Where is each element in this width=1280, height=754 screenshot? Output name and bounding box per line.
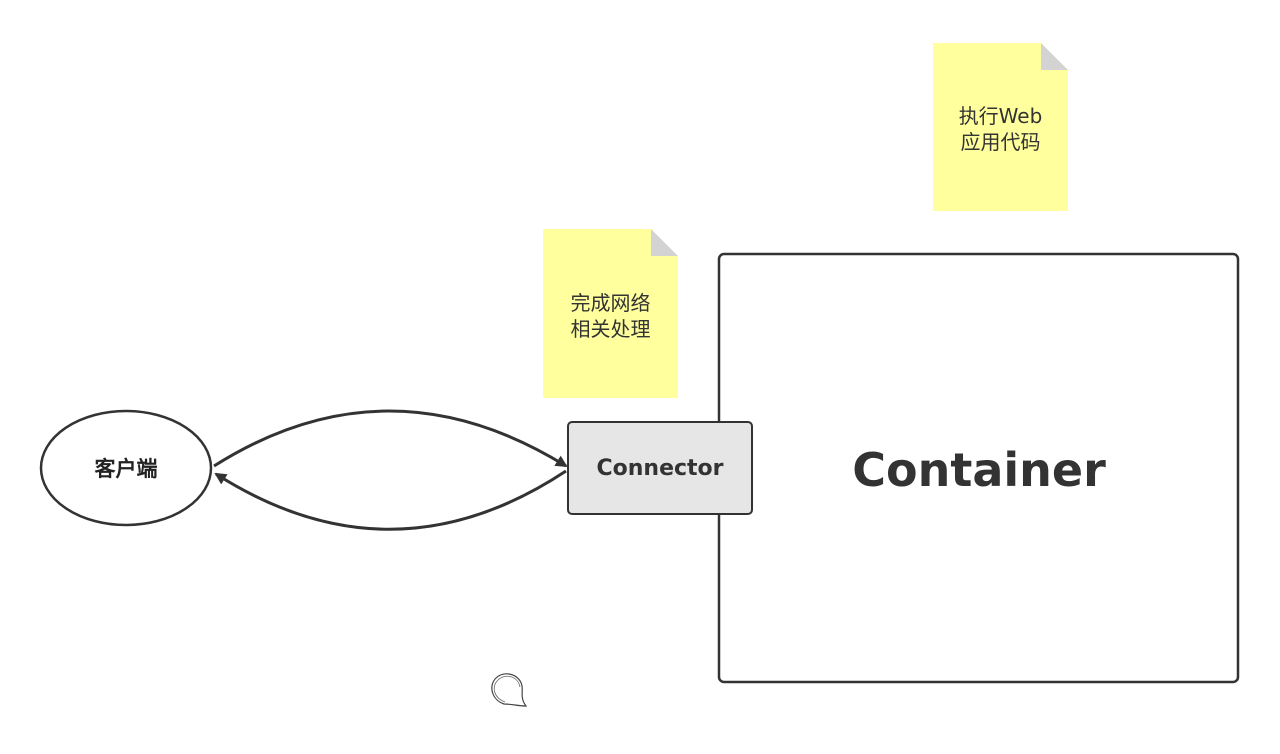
- client-node[interactable]: [39, 409, 213, 527]
- edge-connector-to-client[interactable]: [214, 469, 567, 531]
- note-line: 应用代码: [960, 130, 1041, 154]
- sticky-note-connector-text: 完成网络 相关处理: [543, 290, 678, 342]
- sticky-note-shape: [543, 229, 678, 398]
- note-line: 完成网络: [570, 291, 651, 315]
- note-line: 执行Web: [958, 104, 1043, 128]
- comment-bubble-icon[interactable]: [491, 673, 528, 707]
- sticky-note-shape: [933, 43, 1068, 211]
- container-label: Container: [852, 443, 1106, 497]
- note-line: 相关处理: [570, 317, 651, 341]
- edge-client-to-connector[interactable]: [213, 409, 568, 468]
- client-label: 客户端: [94, 457, 158, 481]
- connector-label: Connector: [596, 455, 724, 481]
- sticky-note-connector[interactable]: 完成网络 相关处理: [543, 229, 678, 398]
- sticky-note-container[interactable]: 执行Web 应用代码: [933, 43, 1068, 211]
- sticky-note-container-text: 执行Web 应用代码: [933, 103, 1068, 155]
- connector-node[interactable]: Connector: [567, 421, 753, 515]
